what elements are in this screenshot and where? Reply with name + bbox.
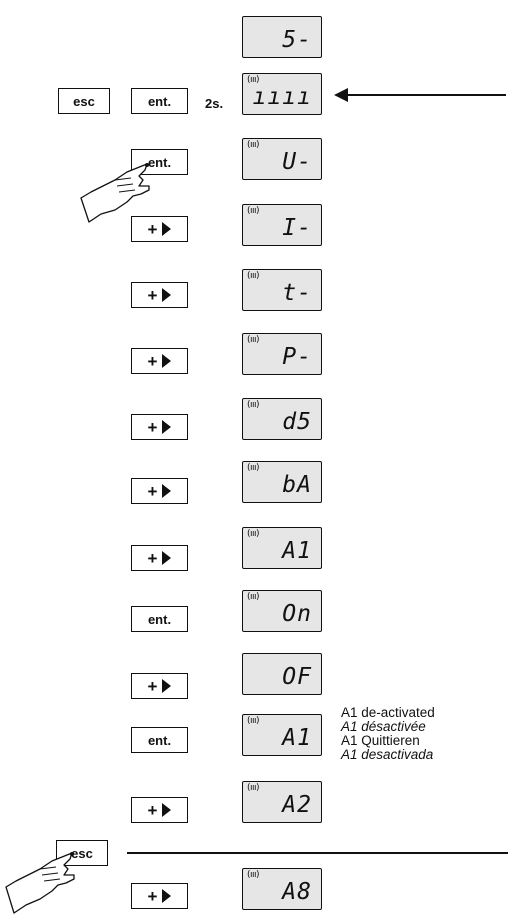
play-triangle-icon bbox=[162, 354, 172, 368]
lcd-text: A8 bbox=[282, 879, 312, 905]
lcd-display: (ııı) I- bbox=[242, 204, 322, 246]
ent-label: ent. bbox=[147, 93, 172, 109]
play-triangle-icon bbox=[162, 889, 172, 903]
ent-label: ent. bbox=[147, 154, 172, 170]
esc-button[interactable]: esc bbox=[58, 88, 110, 114]
signal-icon: (ııı) bbox=[247, 335, 260, 345]
lcd-text: d5 bbox=[282, 409, 312, 435]
plus-button[interactable]: + bbox=[131, 883, 188, 909]
lcd-display: (ııı) bA bbox=[242, 461, 322, 503]
lcd-text: ıııı bbox=[252, 84, 312, 110]
plus-button[interactable]: + bbox=[131, 348, 188, 374]
plus-label: + bbox=[147, 219, 158, 239]
lcd-text: I- bbox=[282, 215, 312, 241]
esc-label: esc bbox=[73, 93, 95, 109]
lcd-display: OF bbox=[242, 653, 322, 695]
plus-label: + bbox=[147, 481, 158, 501]
esc-label: esc bbox=[71, 845, 93, 861]
note-spanish: A1 desactivada bbox=[341, 747, 434, 762]
lcd-display: (ııı) A2 bbox=[242, 781, 322, 823]
play-triangle-icon bbox=[162, 288, 172, 302]
lcd-text: bA bbox=[282, 472, 312, 498]
plus-button[interactable]: + bbox=[131, 673, 188, 699]
plus-label: + bbox=[147, 676, 158, 696]
play-triangle-icon bbox=[162, 484, 172, 498]
lcd-text: P- bbox=[282, 344, 312, 370]
ent-button[interactable]: ent. bbox=[131, 606, 188, 632]
plus-button[interactable]: + bbox=[131, 414, 188, 440]
ent-button[interactable]: ent. bbox=[131, 88, 188, 114]
ent-label: ent. bbox=[147, 732, 172, 748]
pointing-hand-icon bbox=[80, 163, 150, 223]
plus-label: + bbox=[147, 417, 158, 437]
play-triangle-icon bbox=[162, 803, 172, 817]
plus-label: + bbox=[147, 800, 158, 820]
lcd-text: OF bbox=[282, 664, 312, 690]
arrow-left-icon bbox=[334, 88, 506, 102]
lcd-text: On bbox=[282, 601, 312, 627]
note-german: A1 Quittieren bbox=[341, 733, 420, 748]
play-triangle-icon bbox=[162, 679, 172, 693]
plus-label: + bbox=[147, 548, 158, 568]
signal-icon: (ııı) bbox=[247, 206, 260, 216]
signal-icon: (ııı) bbox=[247, 716, 260, 726]
signal-icon: (ııı) bbox=[247, 75, 260, 85]
pointing-hand-icon bbox=[5, 852, 75, 914]
hold-time-label: 2s. bbox=[205, 96, 224, 111]
note-english: A1 de-activated bbox=[341, 705, 435, 720]
plus-button[interactable]: + bbox=[131, 797, 188, 823]
lcd-display: (ııı) t- bbox=[242, 269, 322, 311]
lcd-text: 5- bbox=[282, 27, 312, 53]
ent-label: ent. bbox=[147, 611, 172, 627]
signal-icon: (ııı) bbox=[247, 870, 260, 880]
plus-label: + bbox=[147, 886, 158, 906]
plus-button[interactable]: + bbox=[131, 545, 188, 571]
plus-button[interactable]: + bbox=[131, 216, 188, 242]
lcd-display: (ııı) A1 bbox=[242, 714, 322, 756]
signal-icon: (ııı) bbox=[247, 783, 260, 793]
play-triangle-icon bbox=[162, 551, 172, 565]
plus-label: + bbox=[147, 351, 158, 371]
lcd-display: (ııı) A8 bbox=[242, 868, 322, 910]
deactivation-note: A1 de-activated A1 désactivée A1 Quittie… bbox=[341, 706, 435, 762]
note-french: A1 désactivée bbox=[341, 719, 426, 734]
signal-icon: (ııı) bbox=[247, 592, 260, 602]
lcd-display: (ııı) On bbox=[242, 590, 322, 632]
separator-line bbox=[127, 852, 508, 854]
lcd-text: A2 bbox=[282, 792, 312, 818]
lcd-text: A1 bbox=[282, 538, 312, 564]
play-triangle-icon bbox=[162, 420, 172, 434]
plus-button[interactable]: + bbox=[131, 478, 188, 504]
signal-icon: (ııı) bbox=[247, 271, 260, 281]
lcd-text: A1 bbox=[282, 725, 312, 751]
signal-icon: (ııı) bbox=[247, 463, 260, 473]
signal-icon: (ııı) bbox=[247, 400, 260, 410]
lcd-display: (ııı) A1 bbox=[242, 527, 322, 569]
lcd-display: 5- bbox=[242, 16, 322, 58]
plus-label: + bbox=[147, 285, 158, 305]
signal-icon: (ııı) bbox=[247, 140, 260, 150]
lcd-text: t- bbox=[282, 280, 312, 306]
signal-icon: (ııı) bbox=[247, 529, 260, 539]
lcd-display: (ııı) d5 bbox=[242, 398, 322, 440]
lcd-display: (ııı)ıııı bbox=[242, 73, 322, 115]
ent-button[interactable]: ent. bbox=[131, 727, 188, 753]
lcd-text: U- bbox=[282, 149, 312, 175]
play-triangle-icon bbox=[162, 222, 172, 236]
lcd-display: (ııı) P- bbox=[242, 333, 322, 375]
plus-button[interactable]: + bbox=[131, 282, 188, 308]
lcd-display: (ııı) U- bbox=[242, 138, 322, 180]
